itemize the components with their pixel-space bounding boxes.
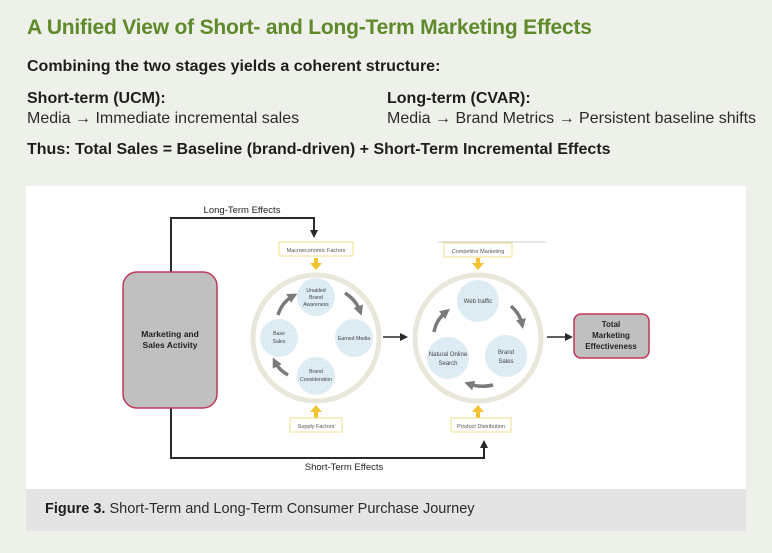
distribution-arrow-icon — [472, 405, 484, 420]
node-web-traffic — [457, 280, 499, 322]
long-term-connector — [170, 217, 318, 272]
long-term-label: Long-Term Effects — [204, 205, 281, 216]
node-label: Earned Media — [338, 336, 370, 342]
long-term-heading: Long-term (CVAR): — [387, 90, 531, 107]
node-base-sales — [260, 319, 298, 357]
figure-label: Figure 3. — [45, 501, 106, 517]
figure-panel: Long-Term Effects Short-Term Effects Mar… — [26, 186, 746, 489]
node-earned-media — [335, 319, 373, 357]
macro-arrow-icon — [310, 258, 322, 270]
source-box-line-2: Sales Activity — [143, 340, 198, 350]
conclusion-text: Thus: Total Sales = Baseline (brand-driv… — [27, 141, 611, 158]
node-label: Sales — [273, 339, 286, 345]
cycle-arrow-icon — [272, 357, 289, 377]
node-brand-consideration — [297, 357, 335, 395]
source-box-line-1: Marketing and — [141, 329, 199, 339]
node-label: Brand — [498, 350, 514, 356]
competitor-marketing-label: Competitor Marketing — [452, 249, 505, 255]
target-box-line-1: Total — [602, 320, 621, 329]
figure-caption-bar: Figure 3. Short-Term and Long-Term Consu… — [26, 489, 746, 531]
node-label: Web traffic — [464, 299, 492, 305]
cycle-arrow-icon — [344, 291, 363, 316]
target-box-line-3: Effectiveness — [585, 342, 637, 351]
node-natural-online-search — [427, 337, 469, 379]
node-label: Unaided — [306, 288, 325, 294]
node-brand-sales — [485, 335, 527, 377]
intro-text: Combining the two stages yields a cohere… — [27, 58, 441, 75]
competitor-arrow-icon — [472, 258, 484, 270]
cycle-arrow-icon — [464, 380, 494, 391]
node-label: Sales — [498, 359, 513, 365]
node-label: Consideration — [300, 377, 332, 383]
product-distribution-box — [450, 417, 512, 433]
node-unaided-brand-awareness — [297, 278, 335, 316]
digital-cycle: Competitor Marketing Web traffic Brand S… — [412, 241, 546, 433]
supply-arrow-icon — [310, 405, 322, 420]
page-title: A Unified View of Short- and Long-Term M… — [27, 16, 592, 39]
product-distribution-label: Product Distribution — [457, 424, 505, 430]
cycle-arrow-icon — [509, 304, 526, 329]
node-label: Brand — [309, 369, 323, 375]
macroeconomic-factors-label: Macroeconomic Factors — [287, 248, 346, 254]
cycle-arrow-icon — [276, 293, 298, 316]
marketing-sales-activity-box: Marketing and Sales Activity — [122, 271, 218, 409]
target-box-line-2: Marketing — [592, 331, 630, 340]
brand-cycle-ring — [250, 272, 382, 404]
purchase-journey-diagram: Long-Term Effects Short-Term Effects Mar… — [122, 205, 650, 473]
supply-factors-label: Supply Factors — [298, 424, 335, 430]
total-marketing-effectiveness-box: Total Marketing Effectiveness — [573, 313, 650, 359]
node-label: Natural Online — [429, 352, 468, 358]
cycle-arrow-icon — [432, 308, 450, 333]
long-term-text: Media → Brand Metrics → Persistent basel… — [387, 110, 757, 127]
macroeconomic-factors-box — [278, 241, 354, 257]
figure-caption: Figure 3. Short-Term and Long-Term Consu… — [45, 501, 475, 517]
competitor-marketing-box — [443, 242, 513, 258]
supply-factors-box — [289, 417, 343, 433]
node-label: Base — [273, 331, 285, 337]
short-term-label: Short-Term Effects — [305, 462, 384, 473]
brand-cycle: Macroeconomic Factors Unaided Brand Awar… — [250, 241, 382, 433]
node-label: Awareness — [303, 302, 329, 308]
short-term-heading: Short-term (UCM): — [27, 90, 166, 107]
short-term-connector — [170, 408, 488, 459]
node-label: Search — [438, 361, 457, 367]
node-label: Brand — [309, 295, 323, 301]
figure-caption-text: Short-Term and Long-Term Consumer Purcha… — [109, 501, 475, 517]
short-term-text: Media → Immediate incremental sales — [27, 110, 300, 127]
